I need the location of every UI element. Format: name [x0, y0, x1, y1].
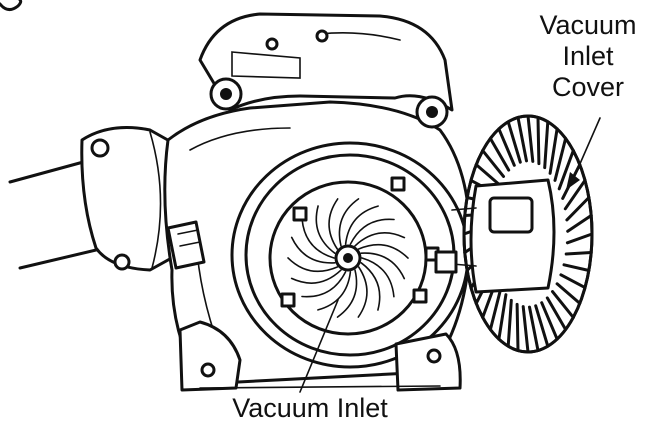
grille-slat — [543, 120, 550, 170]
grille-slat — [515, 302, 520, 352]
grille-slat — [565, 196, 591, 222]
grille-slat — [551, 290, 575, 319]
grille-slat — [534, 304, 550, 348]
grille-slat — [497, 127, 516, 167]
impeller-blade — [287, 257, 339, 273]
grille-slat — [488, 137, 511, 172]
impeller-blade — [360, 262, 381, 311]
grille-slat — [564, 251, 593, 256]
grille-slat — [562, 263, 591, 272]
cover-label-line-3: Cover — [551, 72, 625, 102]
grille-slat — [506, 120, 522, 164]
side-latch — [166, 220, 206, 270]
ring-tab — [390, 176, 406, 192]
impeller-blade — [338, 198, 360, 247]
cut-off-letter — [0, 0, 23, 11]
cover-label-line-2: Inlet — [562, 41, 614, 71]
grille-slat — [526, 114, 535, 163]
vacuum-inlet-cover-label: Vacuum Inlet Cover — [520, 10, 656, 103]
impeller-blade — [357, 266, 368, 318]
grille-slat — [559, 273, 587, 290]
grille-slat — [481, 149, 505, 178]
vacuum-inlet-label: Vacuum Inlet — [232, 393, 388, 423]
impeller-blade — [317, 271, 352, 311]
impeller-blade — [360, 252, 406, 280]
cover-leader-line — [571, 117, 601, 183]
impeller-blade — [354, 232, 406, 247]
grille-slat — [474, 163, 501, 186]
grille-slat — [516, 116, 528, 163]
impeller-blade — [290, 236, 336, 264]
impeller-blade — [349, 218, 395, 245]
impeller — [280, 176, 440, 318]
cover-leader-arrow — [566, 172, 580, 190]
impeller-blade — [315, 205, 336, 254]
impeller-blade — [301, 218, 335, 259]
inlet-leader-line — [299, 299, 339, 393]
grille-slat — [548, 127, 559, 175]
grille-slat — [528, 305, 540, 352]
grille-slat — [565, 232, 594, 245]
grille-slat — [521, 305, 530, 354]
grille-slat — [553, 137, 568, 182]
impeller-nut — [343, 253, 353, 263]
ring-tab — [292, 206, 308, 222]
impeller-blade — [357, 243, 409, 259]
cover-label-line-1: Vacuum — [539, 10, 637, 40]
grille-slat — [540, 301, 559, 341]
handle — [198, 12, 454, 129]
impeller-blade — [301, 271, 347, 298]
grille-slat — [497, 293, 508, 341]
housing-feet — [178, 320, 462, 392]
ring-tab — [280, 292, 296, 308]
grille-slat — [555, 282, 582, 305]
grille-slat — [545, 296, 568, 331]
grille-slat — [557, 149, 575, 191]
grille-slat — [563, 178, 587, 211]
grille-slat — [506, 298, 513, 348]
grille-slat — [566, 214, 593, 233]
grille-slat — [536, 116, 541, 166]
ring-tab — [412, 288, 428, 304]
impeller-blade — [344, 205, 379, 245]
impeller-blade — [336, 269, 358, 318]
grille-slat — [488, 286, 503, 331]
impeller-blade — [361, 257, 395, 298]
impeller-blade — [290, 269, 342, 284]
impeller-blade — [328, 198, 339, 250]
